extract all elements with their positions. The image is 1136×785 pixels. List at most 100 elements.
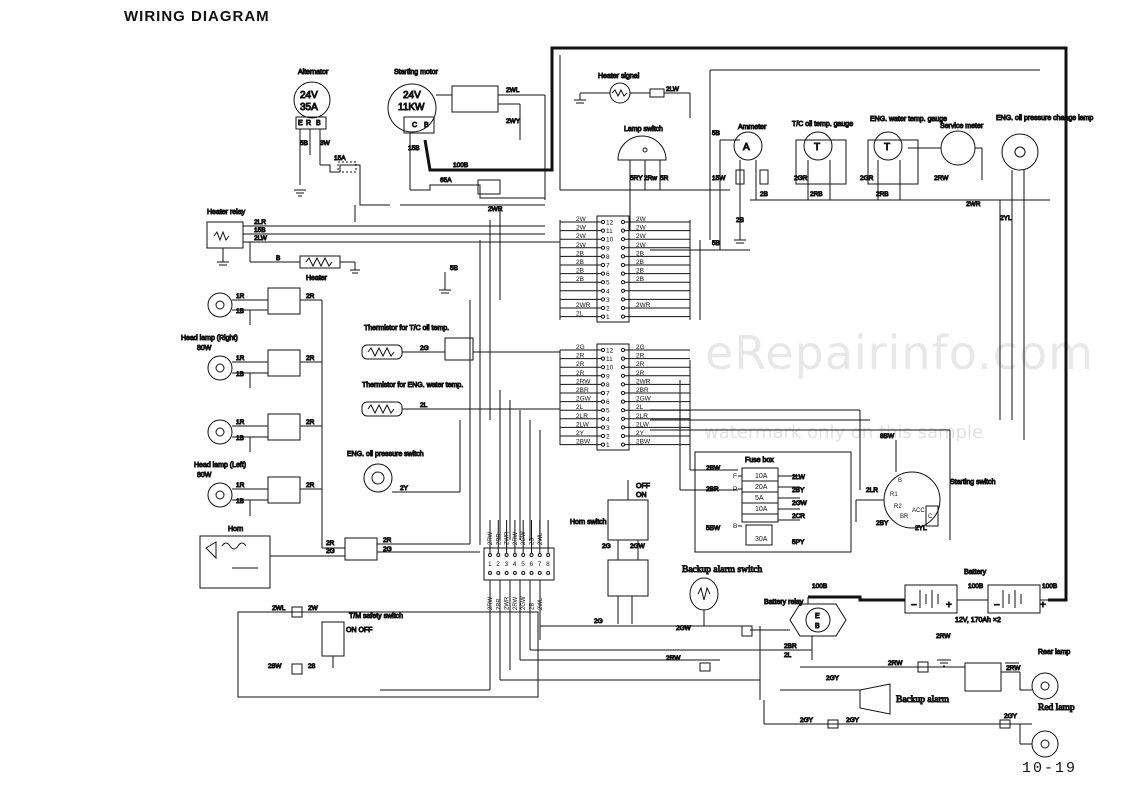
svg-text:2R: 2R: [326, 540, 335, 547]
conn8-pin: 4: [513, 561, 517, 568]
svg-text:2R: 2R: [383, 537, 392, 544]
conn-upper-pin: 4: [606, 288, 610, 295]
ammeter-label: Ammeter: [738, 124, 767, 131]
svg-text:2RW: 2RW: [1006, 665, 1021, 672]
conn-lower-wire-right: 2BW: [636, 439, 651, 446]
svg-text:2B: 2B: [760, 191, 768, 198]
conn8-pin-dot-top: [537, 553, 542, 557]
svg-text:2WY: 2WY: [506, 118, 521, 125]
conn8-pin: 7: [538, 561, 542, 568]
svg-text:2L: 2L: [784, 652, 792, 659]
svg-text:+: +: [946, 600, 952, 611]
conn-upper-pin-right: [620, 262, 626, 268]
conn-lower-wire-right: 2G: [636, 344, 645, 351]
svg-text:2W: 2W: [308, 605, 319, 612]
conn-upper-wire-left: 2W: [576, 242, 587, 249]
conn8-wire-lower: 2B: [530, 603, 536, 610]
conn-upper-pin: 8: [606, 254, 610, 261]
svg-text:A: A: [743, 142, 750, 153]
conn-upper-pin: 6: [606, 271, 610, 278]
page-title: WIRING DIAGRAM: [124, 8, 270, 25]
starting-switch-label: Starting switch: [950, 479, 996, 486]
conn-upper-wire-left: 2B: [576, 250, 584, 257]
alternator-volts: 24V: [300, 90, 318, 101]
conn-upper-pin: 5: [606, 280, 610, 287]
conn-lower-wire-right: 2Y: [636, 430, 645, 437]
backup-alarm-switch: [540, 577, 745, 627]
svg-text:E: E: [815, 613, 820, 620]
conn-lower-pin: 8: [606, 382, 610, 389]
conn8-pin-dot: [504, 571, 509, 575]
conn-upper-pin-right: [620, 219, 626, 225]
svg-text:2GY: 2GY: [826, 675, 840, 682]
fuse-box: [694, 451, 852, 553]
svg-text:28: 28: [308, 663, 316, 670]
svg-text:1B: 1B: [236, 435, 244, 442]
svg-text:2RW: 2RW: [934, 175, 949, 182]
conn-lower-pin-right: [620, 390, 626, 396]
svg-text:5R: 5R: [660, 175, 669, 182]
rear-lamp-label: Rear lamp: [1038, 649, 1070, 656]
svg-text:B: B: [316, 120, 321, 127]
conn-upper-wire-left: 2B: [576, 268, 584, 275]
svg-text:2WR: 2WR: [488, 206, 503, 213]
svg-text:2WL: 2WL: [272, 605, 286, 612]
fuse-terminal: P: [733, 486, 737, 493]
conn-lower-wire-left: 2RW: [576, 378, 591, 385]
conn-lower-wire-left: 2R: [576, 361, 585, 368]
harness-lines: [439, 210, 951, 545]
svg-text:+: +: [1040, 600, 1046, 611]
fuse-rating: 10A: [755, 473, 768, 480]
conn8-wire-lower: 2RW: [488, 596, 494, 610]
conn8-pin-dot: [512, 571, 517, 575]
conn-lower-pin: 7: [606, 391, 610, 398]
conn-upper-pin: 2: [606, 306, 610, 313]
alternator-label: Alternator: [298, 69, 329, 76]
eng-oil-switch-label: ENG. oil pressure switch: [347, 451, 424, 458]
heater-relay: [206, 221, 560, 274]
conn-lower-wire-right: 2WR: [636, 378, 651, 385]
conn-lower-pin: 1: [606, 442, 610, 449]
svg-text:2BR: 2BR: [784, 643, 797, 650]
svg-text:5RY: 5RY: [630, 175, 643, 182]
conn-lower-pin: 2: [606, 434, 610, 441]
conn-upper-pin-left: [600, 237, 606, 242]
svg-text:B: B: [424, 122, 429, 129]
svg-text:−: −: [994, 600, 1000, 611]
svg-text:2RW: 2RW: [666, 655, 681, 662]
conn-upper-wire-right: 2W: [636, 225, 647, 232]
svg-text:2R: 2R: [306, 419, 315, 426]
lamp-switch: [617, 135, 667, 190]
conn-upper-pin-left: [600, 228, 606, 233]
svg-text:5B: 5B: [712, 130, 720, 137]
conn-lower-wire-right: 2R: [636, 370, 645, 377]
starting-switch-terminal: R1: [890, 492, 898, 498]
conn8-pin-dot-top: [496, 553, 501, 557]
conn8-wire-lower: 2WL: [538, 597, 544, 610]
conn8-wire: 2RW: [488, 531, 494, 545]
svg-text:2LW: 2LW: [792, 474, 806, 481]
starting-switch-terminal: C: [928, 514, 933, 520]
conn-lower-pin-left: [600, 373, 606, 378]
tc-oil-temp-gauge: T: [795, 131, 847, 200]
svg-text:1R: 1R: [236, 482, 245, 489]
conn8-wire: 2WR: [505, 531, 511, 545]
conn-lower-wire-right: 2L: [636, 404, 644, 411]
svg-text:100B: 100B: [453, 162, 468, 169]
conn-upper-pin-right: [620, 237, 626, 242]
rear-lamp: [800, 661, 1059, 700]
svg-text:2GW: 2GW: [676, 625, 692, 632]
conn-lower-wire-left: 2Y: [576, 430, 585, 437]
svg-text:2BR: 2BR: [706, 486, 719, 493]
watermark-sub: watermark only on this sample: [704, 422, 984, 443]
starting-switch-terminal: ACC: [912, 508, 925, 514]
conn-upper-pin: 7: [606, 263, 610, 270]
conn-upper-pin-left: [600, 288, 606, 293]
conn8-pin-dot-top: [529, 553, 534, 557]
conn-upper-wire-right: 2B: [636, 268, 644, 275]
conn-lower-pin-left: [600, 408, 606, 413]
svg-text:2YL: 2YL: [1000, 215, 1012, 222]
conn-upper-pin-right: [620, 228, 626, 233]
conn-upper-wire-right: 2W: [636, 233, 647, 240]
